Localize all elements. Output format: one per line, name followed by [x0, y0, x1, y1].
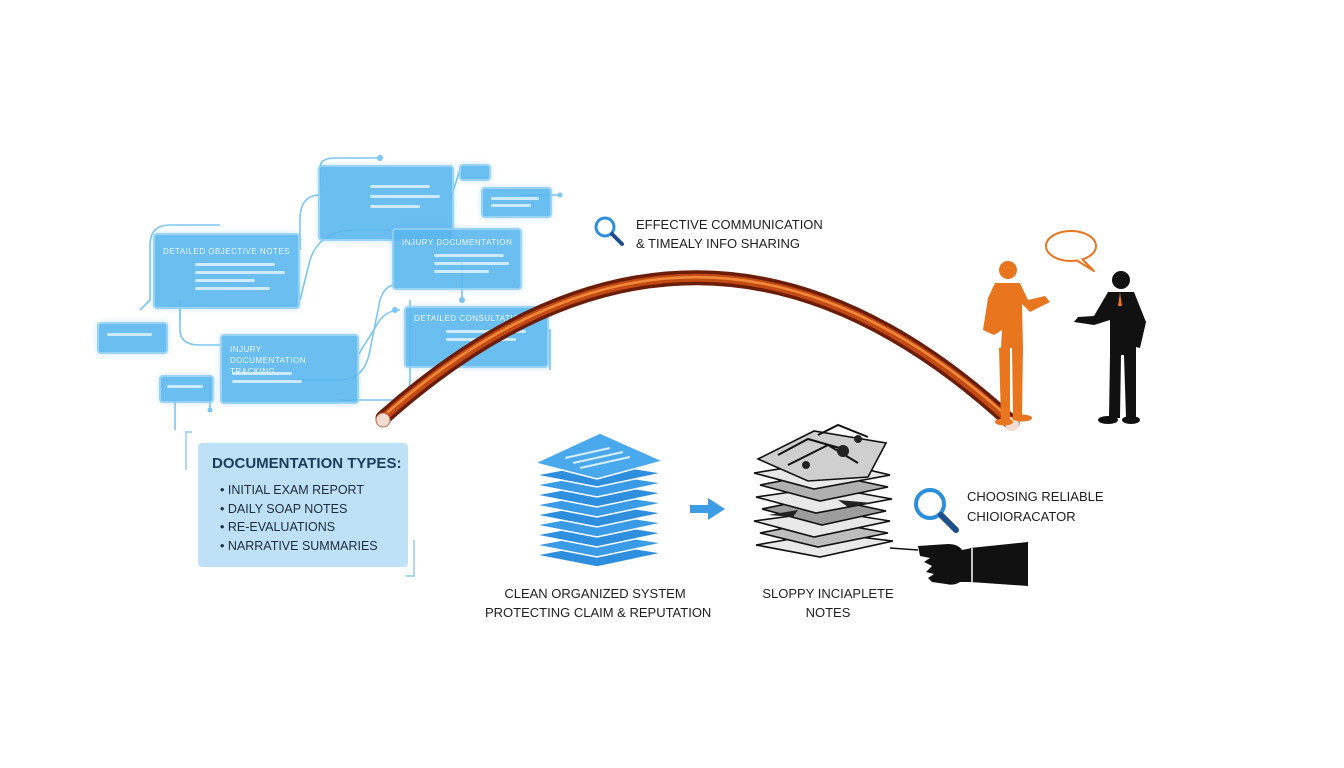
dark-man-figure — [1074, 271, 1146, 424]
pointing-hand-icon — [889, 542, 1028, 586]
card-detailed-objective-notes: DETAILED OBJECTIVE NOTES — [153, 233, 300, 309]
magnifier-icon — [914, 488, 959, 533]
clean-document-stack — [532, 432, 666, 568]
card-injury-documentation: INJURY DOCUMENTATION TRACKING — [220, 334, 359, 404]
orange-man-figure — [983, 261, 1050, 426]
card-title: INJURY DOCUMENTATION TRACKING — [230, 345, 306, 376]
communication-label-line1: EFFECTIVE COMMUNICATION — [636, 217, 823, 232]
sloppy-caption-line2: NOTES — [805, 605, 851, 620]
arrow-right-icon — [690, 498, 725, 520]
list-item: INITIAL EXAM REPORT — [220, 483, 378, 502]
card-small-left — [97, 322, 168, 354]
card-title: INJURY DOCUMENTATION — [402, 238, 513, 247]
choosing-label-line2: CHIOIORACATOR — [967, 509, 1076, 524]
list-item: NARRATIVE SUMMARIES — [220, 539, 378, 558]
magnifier-icon — [594, 216, 624, 246]
sloppy-paper-stack — [753, 423, 894, 558]
card-tiny-top — [459, 164, 491, 181]
documentation-types-title: DOCUMENTATION TYPES: — [212, 455, 402, 472]
clean-caption-line1: CLEAN ORGANIZED SYSTEM — [504, 586, 686, 601]
card-title: DETAILED OBJECTIVE NOTES — [163, 247, 290, 256]
documentation-types-list: INITIAL EXAM REPORT DAILY SOAP NOTES RE-… — [220, 483, 378, 557]
list-item: RE-EVALUATIONS — [220, 520, 378, 539]
documentation-types-box: DOCUMENTATION TYPES: INITIAL EXAM REPORT… — [198, 443, 408, 567]
clean-caption-line2: PROTECTING CLAIM & REPUTATION — [485, 605, 712, 620]
speech-bubble-icon — [1045, 230, 1097, 272]
sloppy-caption: SLOPPY INCIAPLETE NOTES — [748, 584, 908, 622]
choosing-label-line1: CHOOSING RELIABLE — [967, 489, 1104, 504]
card-top-right: INJURY DOCUMENTATION — [392, 228, 522, 290]
card-small-bottom — [159, 375, 214, 403]
communication-label-line2: & TIMEALY INFO SHARING — [636, 236, 800, 251]
card-small-top — [481, 187, 552, 218]
sloppy-caption-line1: SLOPPY INCIAPLETE — [762, 586, 894, 601]
list-item: DAILY SOAP NOTES — [220, 502, 378, 521]
card-title: DETAILED CONSULTATION — [414, 314, 527, 323]
clean-caption: CLEAN ORGANIZED SYSTEM PROTECTING CLAIM … — [485, 584, 712, 622]
